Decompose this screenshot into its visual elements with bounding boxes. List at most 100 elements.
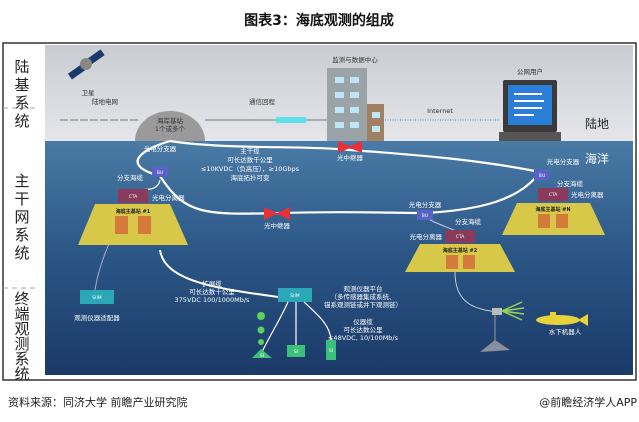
internet-label: Internet — [427, 107, 453, 115]
data-center-label: 监测与数据中心 — [332, 55, 378, 64]
laptop-icon — [499, 80, 561, 141]
ocean-label: 海洋 — [585, 151, 609, 166]
platform-desc-1: （多传感器集成系统、 — [331, 292, 396, 301]
instrument-cables — [261, 301, 332, 353]
svg-text:端: 端 — [14, 305, 29, 323]
seafloor-station-2 — [405, 244, 515, 272]
cta-box — [538, 188, 568, 201]
robot-label: 水下机器人 — [549, 327, 582, 336]
backhaul-label: 通信回程 — [249, 97, 276, 106]
separator-label: 光电分离器 — [410, 232, 443, 241]
station-module — [115, 216, 128, 234]
repeater-icon — [264, 207, 290, 220]
brand-credit: @前瞻经济学人APP — [539, 395, 637, 409]
cta-text: CTA — [129, 194, 139, 200]
station-module — [556, 214, 568, 228]
section-label-trunk: 主 干 网 系 统 — [14, 172, 29, 262]
svg-text:干: 干 — [14, 190, 29, 208]
siim-text: SIIM — [290, 293, 300, 299]
backhaul-link — [275, 117, 307, 123]
cta-text: CTA — [456, 234, 466, 240]
si-sensor-box — [287, 345, 305, 357]
platform-desc-2: 锚系观测链或井下观测链） — [324, 300, 402, 309]
main-cable-label: 主干缆 — [240, 146, 260, 155]
section-label-terminal: 终 端 观 测 系 统 — [14, 290, 29, 383]
siim-text: SIIM — [92, 295, 102, 301]
seafloor-station-1 — [78, 204, 188, 245]
ext-cable-length: 可长达数十公里 — [189, 287, 235, 296]
siim-platform-box — [278, 288, 312, 302]
si-text: SI — [294, 349, 298, 355]
sensor-float — [258, 339, 264, 345]
svg-text:陆: 陆 — [14, 58, 29, 76]
seafloor-station-n — [502, 203, 605, 235]
satellite-label: 卫星 — [82, 89, 96, 97]
cta-box — [445, 230, 475, 243]
adapter-label: 观测仪器适配器 — [74, 313, 120, 322]
sensor-tripod-icon — [480, 301, 525, 352]
svg-text:系: 系 — [14, 94, 29, 112]
data-center-building-icon — [327, 68, 384, 141]
station-label: 海底主基站 #2 — [443, 247, 478, 254]
svg-text:统: 统 — [14, 365, 29, 383]
svg-text:系: 系 — [14, 350, 29, 368]
shore-station-dome — [135, 111, 205, 141]
ext-cable-spec: 375VDC 100/1000Mb/s — [175, 296, 251, 304]
svg-text:观: 观 — [14, 320, 29, 338]
public-user-label: 公网用户 — [517, 67, 543, 76]
repeater-label: 光中继器 — [264, 221, 291, 230]
bu-text: BU — [157, 170, 163, 176]
sensor-float — [257, 326, 265, 334]
branch-cable-label: 分支海缆 — [117, 173, 144, 182]
branch-cable-label: 分支海缆 — [455, 217, 482, 226]
figure-title: 图表3：海底观测的组成 — [244, 12, 394, 29]
repeater-icon — [338, 141, 362, 153]
station-label: 海底主基站 #1 — [116, 208, 151, 215]
station-label: 海底主基站 #N — [535, 206, 570, 213]
separator-label: 光电分离器 — [571, 190, 604, 199]
section-label-land: 陆 基 系 统 — [14, 58, 29, 130]
main-cable-spec: ≤10KVDC（负高压），≥10Gbps — [201, 164, 300, 173]
shore-station-label: 海岸基站 — [157, 116, 184, 125]
svg-text:网: 网 — [14, 208, 29, 226]
branch-cable-label: 分支海缆 — [557, 179, 584, 188]
source-note: 资料来源：同济大学 前瞻产业研究院 — [8, 395, 188, 409]
land-label: 陆地 — [585, 116, 609, 131]
svg-text:终: 终 — [14, 290, 29, 308]
station-module — [538, 214, 550, 228]
si-sensor-triangle — [252, 349, 272, 358]
si-text: SI — [329, 348, 333, 354]
shore-station-count: 1个或多个 — [155, 124, 186, 133]
branching-unit-label: 光电分支器 — [547, 157, 580, 166]
inst-cable-spec: ≤48VDC, 10/100Mb/s — [328, 334, 399, 342]
station-module — [138, 216, 151, 234]
cta-box — [118, 189, 148, 203]
bu-text: BU — [539, 173, 545, 179]
inst-cable-length: 可长达数公里 — [344, 325, 384, 334]
inst-cable-label: 仪器缆 — [353, 317, 373, 326]
si-text: SI — [260, 353, 264, 359]
sensor-float — [257, 312, 265, 320]
svg-text:系: 系 — [14, 226, 29, 244]
cta-text: CTA — [549, 192, 559, 198]
station-module — [463, 255, 475, 269]
si-sensor-vertical — [326, 340, 336, 360]
main-cable-length: 可长达数千公里 — [227, 155, 273, 164]
extension-cable — [159, 249, 301, 301]
branching-unit — [417, 210, 433, 220]
branching-unit-label: 光电分支器 — [409, 200, 442, 209]
repeater-label: 光中继器 — [337, 153, 364, 162]
svg-text:基: 基 — [14, 76, 29, 94]
station-module — [446, 255, 458, 269]
separator-label: 光电分离器 — [152, 193, 185, 202]
grid-label: 陆地电网 — [92, 97, 118, 106]
main-cable-topology: 海底拓扑可变 — [231, 173, 271, 182]
bu-text: BU — [422, 213, 428, 219]
ext-cable-label: 扩展缆 — [202, 279, 222, 288]
svg-text:统: 统 — [14, 112, 29, 130]
branching-unit — [534, 170, 550, 180]
underwater-robot-icon — [536, 312, 588, 326]
siim-adapter-box — [80, 290, 114, 304]
branching-unit-label: 光电分支器 — [144, 144, 177, 153]
svg-text:测: 测 — [14, 335, 29, 353]
